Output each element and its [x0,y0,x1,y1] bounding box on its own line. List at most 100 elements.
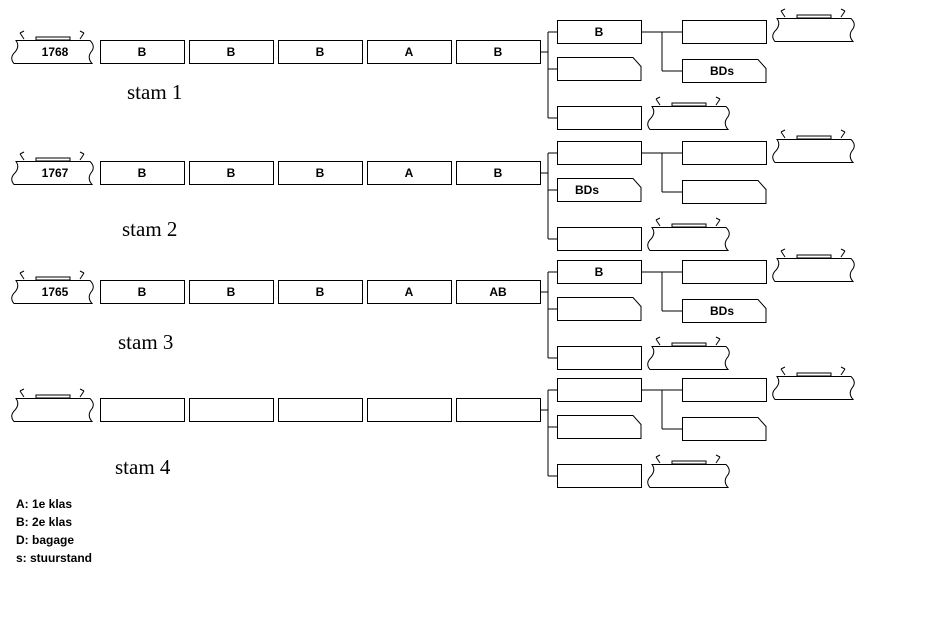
pantograph-right-icon-top [715,454,721,458]
loco-number: 1767 [42,166,69,180]
car-1 [100,280,185,304]
loco-roof-bar [796,135,832,140]
pantograph-right-icon-top [79,30,85,34]
right-lower-cab-label: BDs [710,304,734,318]
branch-lower-car [557,106,642,130]
pantograph-left-icon-top [655,336,661,340]
branch-lower-loco [647,454,730,488]
pantograph-right-icon [715,456,721,464]
car-2 [189,161,274,185]
branch-lower-car [557,464,642,488]
pantograph-left-icon [780,10,786,18]
pantograph-left-icon-top [780,366,786,370]
right-upper-loco [772,248,855,282]
car-label-2: B [227,285,236,299]
branch-lower-car [557,346,642,370]
legend: A: 1e klas B: 2e klas D: bagage s: stuur… [16,497,92,565]
car-4 [367,40,452,64]
stam-4: stam 4 [11,366,855,488]
pantograph-right-icon-top [840,129,846,133]
car-label-1: B [138,166,147,180]
branch-middle-cab-car [557,57,642,81]
branch-upper-car [557,378,642,402]
pantograph-left-icon [19,272,25,280]
car-label-4: A [405,166,414,180]
branch-upper-label: B [595,25,604,39]
loco-stam-2 [11,151,94,185]
car-label-3: B [316,166,325,180]
car-3 [278,161,363,185]
right-lower-cab-car [682,417,767,441]
pantograph-left-icon-top [780,248,786,252]
pantograph-left-icon [655,98,661,106]
car-5 [456,398,541,422]
right-upper-car [682,20,767,44]
car-1 [100,40,185,64]
pantograph-right-icon [79,32,85,40]
right-lower-cab-car [682,59,767,83]
right-upper-loco [772,366,855,400]
car-4 [367,280,452,304]
loco-body [647,106,730,130]
stam-label: stam 2 [122,217,177,241]
right-upper-loco [772,8,855,42]
loco-stam-1 [11,30,94,64]
right-upper-car [682,141,767,165]
loco-body [11,280,94,304]
loco-stam-4 [11,388,94,422]
pantograph-right-icon-top [79,270,85,274]
pantograph-right-icon [840,250,846,258]
loco-body [772,18,855,42]
car-label-2: B [227,45,236,59]
right-upper-car [682,378,767,402]
legend-line-b: B: 2e klas [16,515,72,529]
pantograph-left-icon-top [655,454,661,458]
loco-roof-bar [35,394,71,399]
right-upper-loco [772,129,855,163]
pantograph-left-icon [780,131,786,139]
pantograph-left-icon-top [780,8,786,12]
right-upper-car [682,260,767,284]
loco-roof-bar [796,372,832,377]
pantograph-right-icon-top [840,248,846,252]
pantograph-left-icon-top [655,96,661,100]
pantograph-left-icon [655,219,661,227]
pantograph-right-icon [715,338,721,346]
branch-lower-loco [647,96,730,130]
car-1 [100,161,185,185]
branch-lower-loco [647,336,730,370]
loco-body [772,258,855,282]
pantograph-left-icon [19,153,25,161]
pantograph-left-icon-top [19,270,25,274]
car-label-3: B [316,45,325,59]
pantograph-right-icon-top [79,388,85,392]
car-label-4: A [405,285,414,299]
pantograph-left-icon-top [780,129,786,133]
loco-body [647,346,730,370]
stam-label: stam 3 [118,330,173,354]
branch-upper-label: B [595,265,604,279]
car-label-5: B [494,45,503,59]
pantograph-left-icon [780,250,786,258]
car-label-5: B [494,166,503,180]
loco-body [11,40,94,64]
pantograph-right-icon-top [715,96,721,100]
stam-label: stam 4 [115,455,171,479]
pantograph-left-icon [19,390,25,398]
loco-roof-bar [35,36,71,41]
right-lower-cab-label: BDs [710,64,734,78]
pantograph-right-icon [79,390,85,398]
pantograph-right-icon-top [840,366,846,370]
loco-body [772,376,855,400]
loco-body [11,398,94,422]
pantograph-right-icon-top [715,336,721,340]
car-2 [189,280,274,304]
loco-roof-bar [796,14,832,19]
loco-roof-bar [35,276,71,281]
car-2 [189,40,274,64]
car-4 [367,398,452,422]
